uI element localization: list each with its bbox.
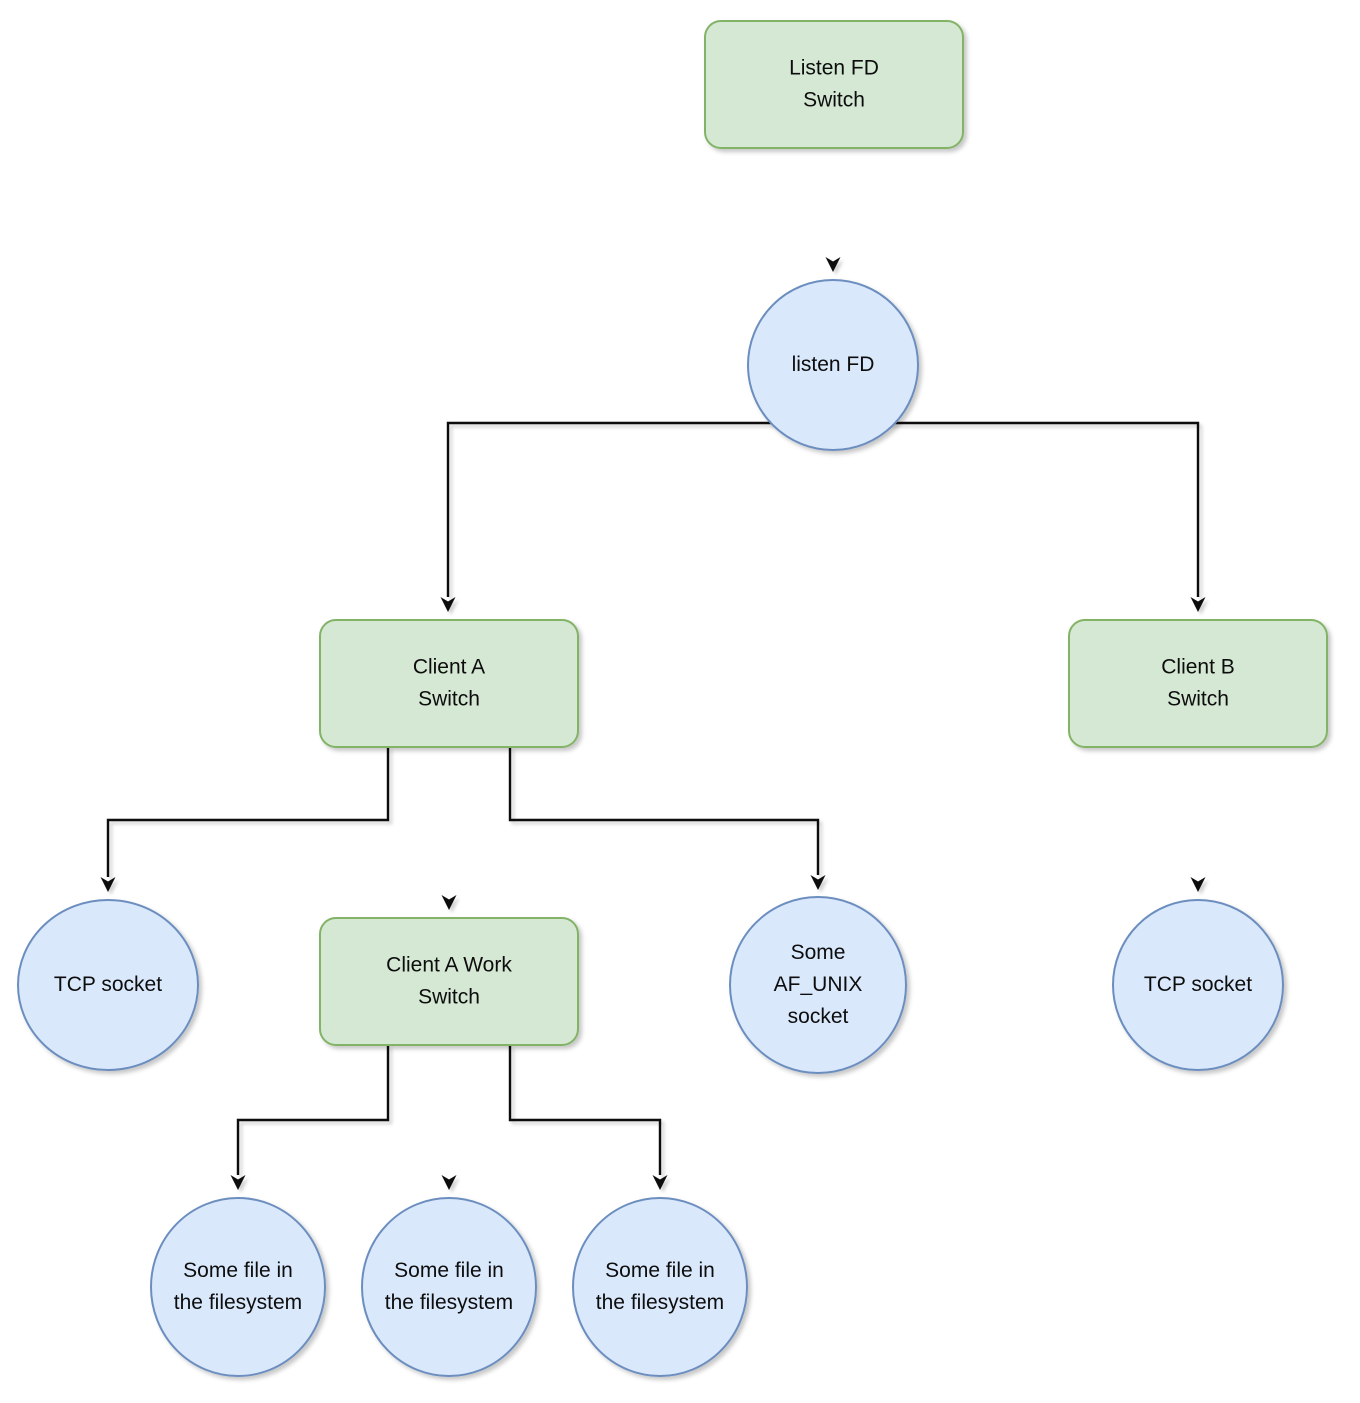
node-tcp-socket-b[interactable]: TCP socket [1112, 899, 1284, 1071]
arrowhead-icon [440, 597, 456, 612]
arrowhead-icon [100, 877, 116, 892]
node-label-line: Client A Work [386, 953, 512, 976]
arrowhead-icon [1190, 597, 1206, 612]
arrowhead-icon [1190, 877, 1206, 892]
edge-listen-fd-switch-to-listen-fd [825, 148, 841, 272]
edges-layer [100, 148, 1206, 1190]
arrowhead-icon [810, 875, 826, 890]
node-shape-rect[interactable] [319, 619, 579, 748]
node-label-line: the filesystem [385, 1291, 513, 1314]
node-shape-ellipse[interactable] [729, 896, 907, 1074]
node-label-line: Listen FD [789, 56, 879, 79]
node-shape-rect[interactable] [704, 20, 964, 149]
edge-listen-fd-to-client-a-switch [440, 421, 833, 612]
node-label-line: Some file in [605, 1259, 715, 1282]
node-shape-rect[interactable] [1068, 619, 1328, 748]
node-label-line: the filesystem [174, 1291, 302, 1314]
node-label-line: TCP socket [1144, 973, 1252, 996]
node-shape-ellipse[interactable] [150, 1197, 326, 1377]
node-label-line: the filesystem [596, 1291, 724, 1314]
node-client-b-switch[interactable]: Client B Switch [1068, 619, 1328, 748]
node-label-tcp-socket-b: TCP socket [1144, 973, 1252, 996]
node-label-tcp-socket-a: TCP socket [54, 973, 162, 996]
node-label-line: Client A [413, 655, 485, 678]
node-label-line: Switch [803, 88, 865, 111]
edge-client-a-switch-to-tcp-socket-a [100, 747, 390, 892]
edge-line [833, 421, 1200, 597]
edge-line [508, 747, 820, 875]
node-label-line: Switch [1167, 687, 1229, 710]
edge-client-b-switch-to-tcp-socket-b [1190, 747, 1206, 892]
edge-client-a-work-switch-to-file-2 [441, 1045, 457, 1190]
edge-line [446, 421, 833, 597]
node-shape-ellipse[interactable] [747, 279, 919, 451]
edge-line [106, 747, 390, 877]
node-shape-ellipse[interactable] [361, 1197, 537, 1377]
edge-line [508, 1045, 662, 1175]
node-shape-ellipse[interactable] [572, 1197, 748, 1377]
node-label-file-1: Some file in the filesystem [174, 1259, 302, 1314]
node-label-line: Switch [418, 985, 480, 1008]
node-label-line: Some file in [183, 1259, 293, 1282]
edge-client-a-work-switch-to-file-3 [508, 1045, 668, 1190]
node-label-line: Client B [1161, 655, 1235, 678]
edge-client-a-switch-to-client-a-work-switch [441, 747, 457, 910]
node-label-file-3: Some file in the filesystem [596, 1259, 724, 1314]
node-label-line: Switch [418, 687, 480, 710]
node-listen-fd-switch[interactable]: Listen FD Switch [704, 20, 964, 149]
node-label-listen-fd: listen FD [792, 353, 875, 376]
node-client-a-switch[interactable]: Client A Switch [319, 619, 579, 748]
arrowhead-icon [441, 1175, 457, 1190]
arrowhead-icon [825, 257, 841, 272]
node-label-listen-fd-switch: Listen FD Switch [789, 56, 879, 111]
node-label-client-b-switch: Client B Switch [1161, 655, 1235, 710]
edge-listen-fd-to-client-b-switch [833, 421, 1206, 612]
edge-client-a-work-switch-to-file-1 [230, 1045, 390, 1190]
arrowhead-icon [441, 895, 457, 910]
node-label-file-2: Some file in the filesystem [385, 1259, 513, 1314]
node-file-2[interactable]: Some file in the filesystem [361, 1197, 537, 1377]
node-file-3[interactable]: Some file in the filesystem [572, 1197, 748, 1377]
edge-client-a-switch-to-af-unix-socket [508, 747, 826, 890]
node-shape-ellipse[interactable] [17, 899, 199, 1071]
node-label-client-a-switch: Client A Switch [413, 655, 485, 710]
arrowhead-icon [230, 1175, 246, 1190]
node-label-line: listen FD [792, 353, 875, 376]
node-label-line: AF_UNIX [774, 973, 863, 996]
node-label-line: Some [791, 941, 846, 964]
node-file-1[interactable]: Some file in the filesystem [150, 1197, 326, 1377]
node-label-line: TCP socket [54, 973, 162, 996]
node-shape-ellipse[interactable] [1112, 899, 1284, 1071]
node-label-line: socket [788, 1005, 849, 1028]
node-tcp-socket-a[interactable]: TCP socket [17, 899, 199, 1071]
edge-line [236, 1045, 390, 1175]
node-label-line: Some file in [394, 1259, 504, 1282]
node-listen-fd[interactable]: listen FD [747, 279, 919, 451]
node-shape-rect[interactable] [319, 917, 579, 1046]
arrowhead-icon [652, 1175, 668, 1190]
